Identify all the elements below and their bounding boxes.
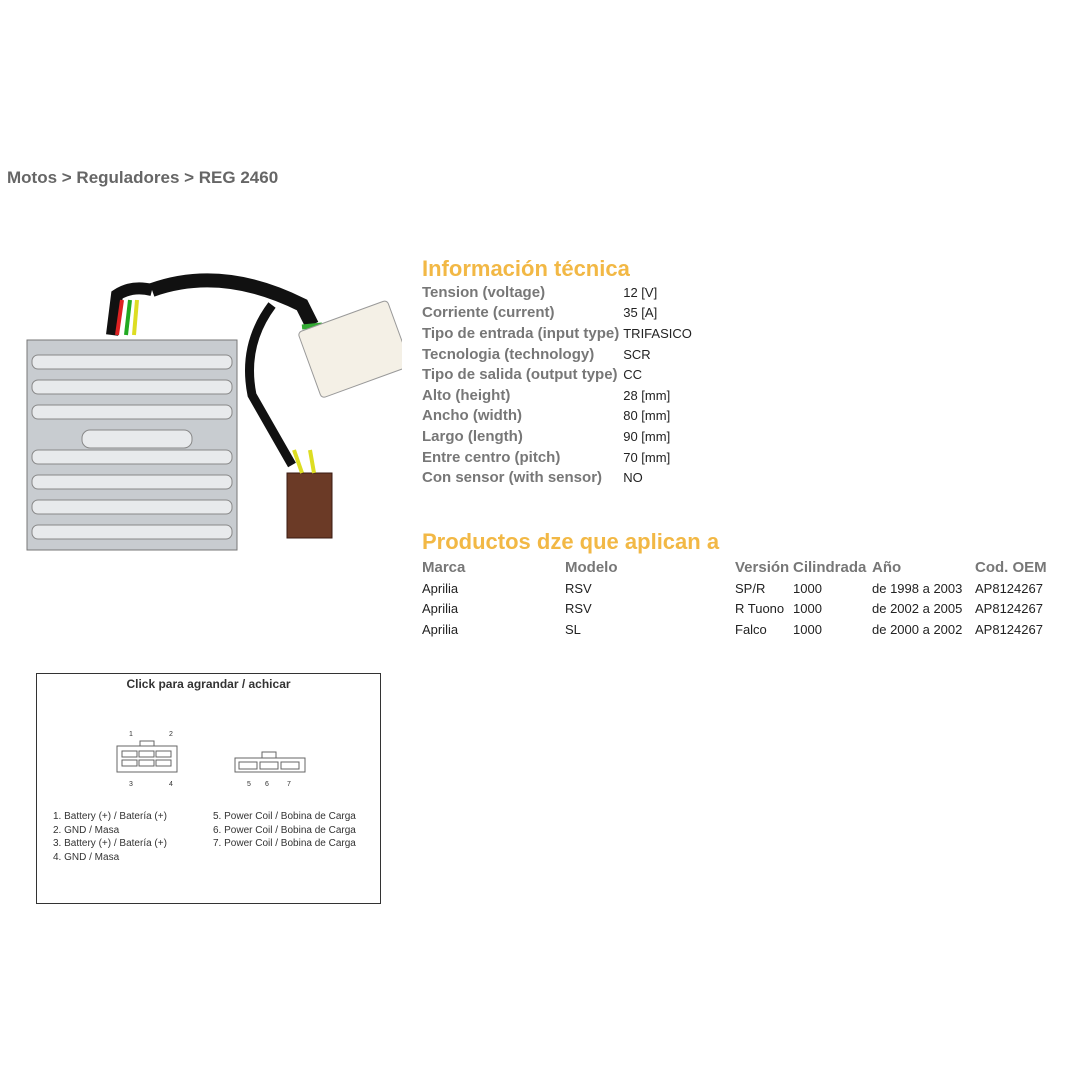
column-header: Cod. OEM xyxy=(975,559,1047,576)
tech-label: Largo (length) xyxy=(422,427,523,445)
tech-row: Largo (length) 90 [mm] xyxy=(422,426,692,447)
tech-row: Tecnologia (technology) SCR xyxy=(422,344,692,365)
tech-value: 80 [mm] xyxy=(623,408,671,424)
pin-label: 7 xyxy=(287,781,291,788)
tech-table: Tension (voltage) 12 [V] Corriente (curren… xyxy=(422,282,692,488)
tech-row: Ancho (width) 80 [mm] xyxy=(422,406,692,427)
table-cell: 1000 xyxy=(793,621,822,637)
breadcrumb-motos[interactable]: Motos xyxy=(7,168,58,187)
tech-row: Tipo de entrada (input type)TRIFASICO xyxy=(422,323,692,344)
tech-value: SCR xyxy=(623,346,651,362)
tech-row: Tipo de salida (output type) CC xyxy=(422,364,692,385)
breadcrumb-sep: > xyxy=(57,168,77,187)
table-cell: AP8124267 xyxy=(975,621,1043,637)
tech-value: 90 [mm] xyxy=(623,428,671,444)
table-cell: Aprilia xyxy=(422,580,459,596)
column-header: Marca xyxy=(422,559,466,576)
breadcrumb-current: REG 2460 xyxy=(198,168,279,187)
table-cell: 1000 xyxy=(793,580,822,596)
tech-label: Tipo de salida (output type) xyxy=(422,366,618,384)
apps-title: Productos dze que aplican a xyxy=(422,529,720,554)
tech-label: Con sensor (with sensor) xyxy=(422,469,603,487)
table-row: Aprilia RSV SP/R 1000 de 1998 a 2003 AP812426… xyxy=(422,578,1055,599)
tech-row: Entre centro (pitch) 70 [mm] xyxy=(422,447,692,468)
table-cell: Aprilia xyxy=(422,621,459,637)
tech-label: Entre centro (pitch) xyxy=(422,448,561,466)
tech-value: 35 [A] xyxy=(623,305,658,321)
table-cell: 1000 xyxy=(793,601,822,617)
table-cell: SL xyxy=(565,621,581,637)
table-cell: Aprilia xyxy=(422,601,459,617)
tech-label: Ancho (width) xyxy=(422,407,522,425)
tech-value: CC xyxy=(623,367,643,383)
tech-row: Alto (height) 28 [mm] xyxy=(422,385,692,406)
pin-label: 1 xyxy=(129,731,133,738)
column-header: Modelo xyxy=(565,559,618,576)
tech-value: 28 [mm] xyxy=(623,387,671,403)
table-cell: RSV xyxy=(565,580,592,596)
tech-label: Tecnologia (technology) xyxy=(422,345,595,363)
tech-label: Tipo de entrada (input type) xyxy=(422,324,620,342)
connector-drawing: 1 2 3 4 5 6 7 xyxy=(116,731,306,788)
table-cell: RSV xyxy=(565,601,592,617)
pin-label: 5 xyxy=(247,781,251,788)
column-header: Año xyxy=(872,559,902,576)
table-row: Aprilia RSV R Tuono 1000 de 2002 a 2005 AP812… xyxy=(422,599,1055,620)
pin-label: 2 xyxy=(169,731,173,738)
product-image xyxy=(26,273,402,551)
breadcrumb-sep: > xyxy=(179,168,199,187)
legend-item: 1. Battery (+) / Batería (+) xyxy=(53,811,167,822)
tech-row: Tension (voltage) 12 [V] xyxy=(422,282,692,303)
tech-label: Corriente (current) xyxy=(422,304,555,322)
table-cell: de 1998 a 2003 xyxy=(872,580,963,596)
tech-row: Corriente (current) 35 [A] xyxy=(422,303,692,324)
pin-label: 3 xyxy=(129,781,133,788)
tech-value: 12 [V] xyxy=(623,284,658,300)
tech-row: Con sensor (with sensor) NO xyxy=(422,467,692,488)
connector-diagram[interactable]: Click para agrandar / achicar 1 2 3 4 5 … xyxy=(36,673,381,904)
applications: Productos dze que aplican a Marca Modelo V… xyxy=(422,529,1055,640)
tech-value: 70 [mm] xyxy=(623,449,671,465)
breadcrumb-reguladores[interactable]: Reguladores xyxy=(76,168,180,187)
table-cell: AP8124267 xyxy=(975,580,1043,596)
column-header: Versión xyxy=(735,559,790,576)
legend-item: 6. Power Coil / Bobina de Carga xyxy=(213,824,356,836)
table-cell: Falco xyxy=(735,621,767,637)
technical-info: Información técnica Tension (voltage) 12 … xyxy=(422,256,692,488)
tech-label: Tension (voltage) xyxy=(422,283,546,301)
legend-item: 7. Power Coil / Bobina de Carga xyxy=(213,838,356,849)
table-cell: AP8124267 xyxy=(975,601,1043,617)
tech-value: NO xyxy=(623,470,643,486)
pin-label: 6 xyxy=(265,781,269,788)
table-cell: SP/R xyxy=(735,580,766,596)
table-cell: de 2000 a 2002 xyxy=(872,621,963,637)
breadcrumb: Motos > Reguladores > REG 2460 xyxy=(7,168,278,188)
legend-item: 2. GND / Masa xyxy=(53,824,120,836)
pin-label: 4 xyxy=(169,781,173,788)
tech-label: Alto (height) xyxy=(422,386,511,404)
tech-title: Información técnica xyxy=(422,256,630,281)
tech-value: TRIFASICO xyxy=(623,325,692,341)
diagram-title: Click para agrandar / achicar xyxy=(126,677,291,691)
table-cell: R Tuono xyxy=(735,601,785,617)
legend-item: 4. GND / Masa xyxy=(53,851,120,863)
table-cell: de 2002 a 2005 xyxy=(872,601,963,617)
legend-item: 3. Battery (+) / Batería (+) xyxy=(53,838,167,849)
legend-item: 5. Power Coil / Bobina de Carga xyxy=(213,811,356,822)
table-row: Aprilia SL Falco 1000 de 2000 a 2002 AP812426… xyxy=(422,619,1055,640)
column-header: Cilindrada xyxy=(793,559,867,576)
